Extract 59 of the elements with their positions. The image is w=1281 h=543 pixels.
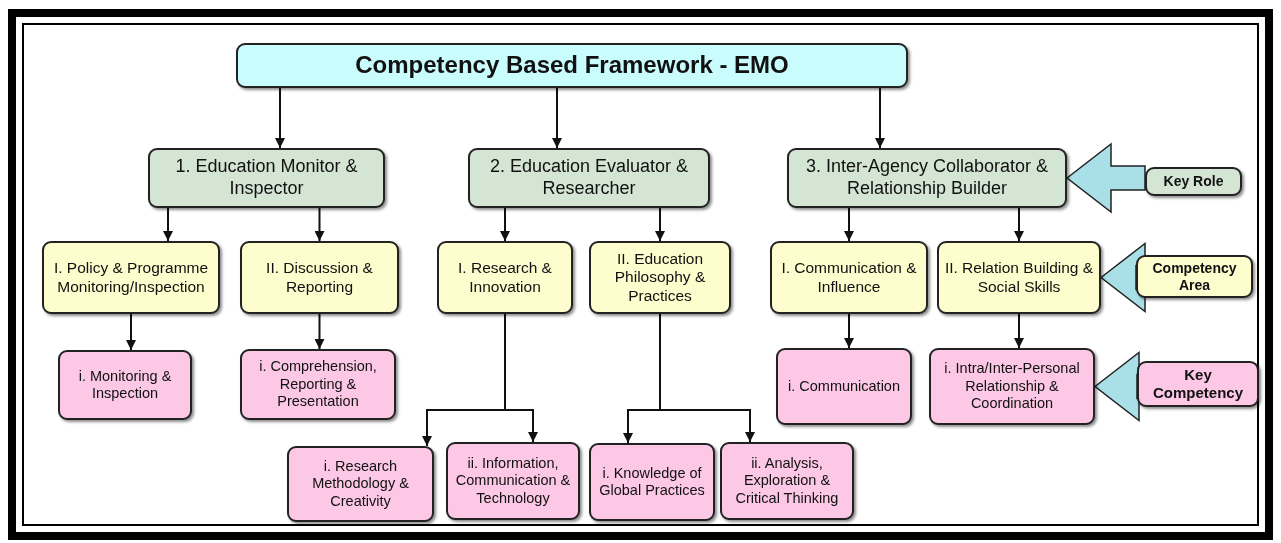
competency-area-box [437,241,573,314]
node-label: II. Discussion & Reporting [265,258,374,297]
legend-box [1136,255,1253,298]
node-label: i. Research Methodology & Creativity [311,457,410,511]
node-label: II. Education Philosophy & Practices [613,249,707,306]
node-label: i. Monitoring & Inspection [77,367,173,403]
arrow [1014,207,1024,242]
node-label: 3. Inter-Agency Collaborator & Relationship Builder [804,156,1050,200]
key-competency-box [776,348,912,425]
node-label: i. Intra/Inter-Personal Relationship & Coordination [943,360,1081,413]
key-role-box [148,148,385,208]
node-label: Competency Based Framework - EMO [355,51,789,80]
node-label: 2. Education Evaluator & Researcher [488,156,690,200]
callout-arrow [1065,142,1146,214]
competency-area-box [770,241,928,314]
node-label: Key Competency [1152,366,1244,402]
key-competency-box [58,350,192,420]
arrow [275,87,285,149]
arrow [875,87,885,149]
node-label: I. Communication & Influence [780,258,918,297]
competency-area-box [42,241,220,314]
arrow [126,313,136,351]
key-competency-box [929,348,1095,425]
key-competency-box [589,443,715,521]
callout-arrow [1093,350,1140,423]
arrow [500,207,510,242]
key-competency-box [287,446,434,522]
node-label: ii. Information, Communication & Technology [454,454,572,508]
arrow [844,313,854,349]
node-label: I. Research & Innovation [457,258,553,297]
legend-box [1137,361,1259,407]
node-label: i. Knowledge of Global Practices [598,464,706,500]
arrow [659,313,755,443]
arrow [314,207,325,242]
competency-area-box [240,241,399,314]
node-label: Key Role [1163,173,1224,190]
node-label: i. Comprehension, Reporting & Presentation [258,358,378,411]
competency-area-box [937,241,1101,314]
title-box [236,43,908,88]
node-label: i. Communication [788,377,900,396]
key-role-box [468,148,710,208]
key-competency-box [446,442,580,520]
arrow [504,313,538,443]
node-label: II. Relation Building & Social Skills [943,258,1095,297]
legend-box [1145,167,1242,196]
arrow [844,207,854,242]
arrow [552,87,562,149]
node-label: Competency Area [1151,259,1238,294]
key-competency-box [720,442,854,520]
node-label: ii. Analysis, Exploration & Critical Thinking [734,454,840,508]
arrow [1014,313,1024,349]
competency-area-box [589,241,731,314]
key-role-box [787,148,1067,208]
arrow [163,207,173,242]
node-label: 1. Education Monitor & Inspector [174,156,359,200]
key-competency-box [240,349,396,420]
node-label: I. Policy & Programme Monitoring/Inspection [52,258,210,297]
arrow [655,207,665,242]
arrow [314,313,325,350]
